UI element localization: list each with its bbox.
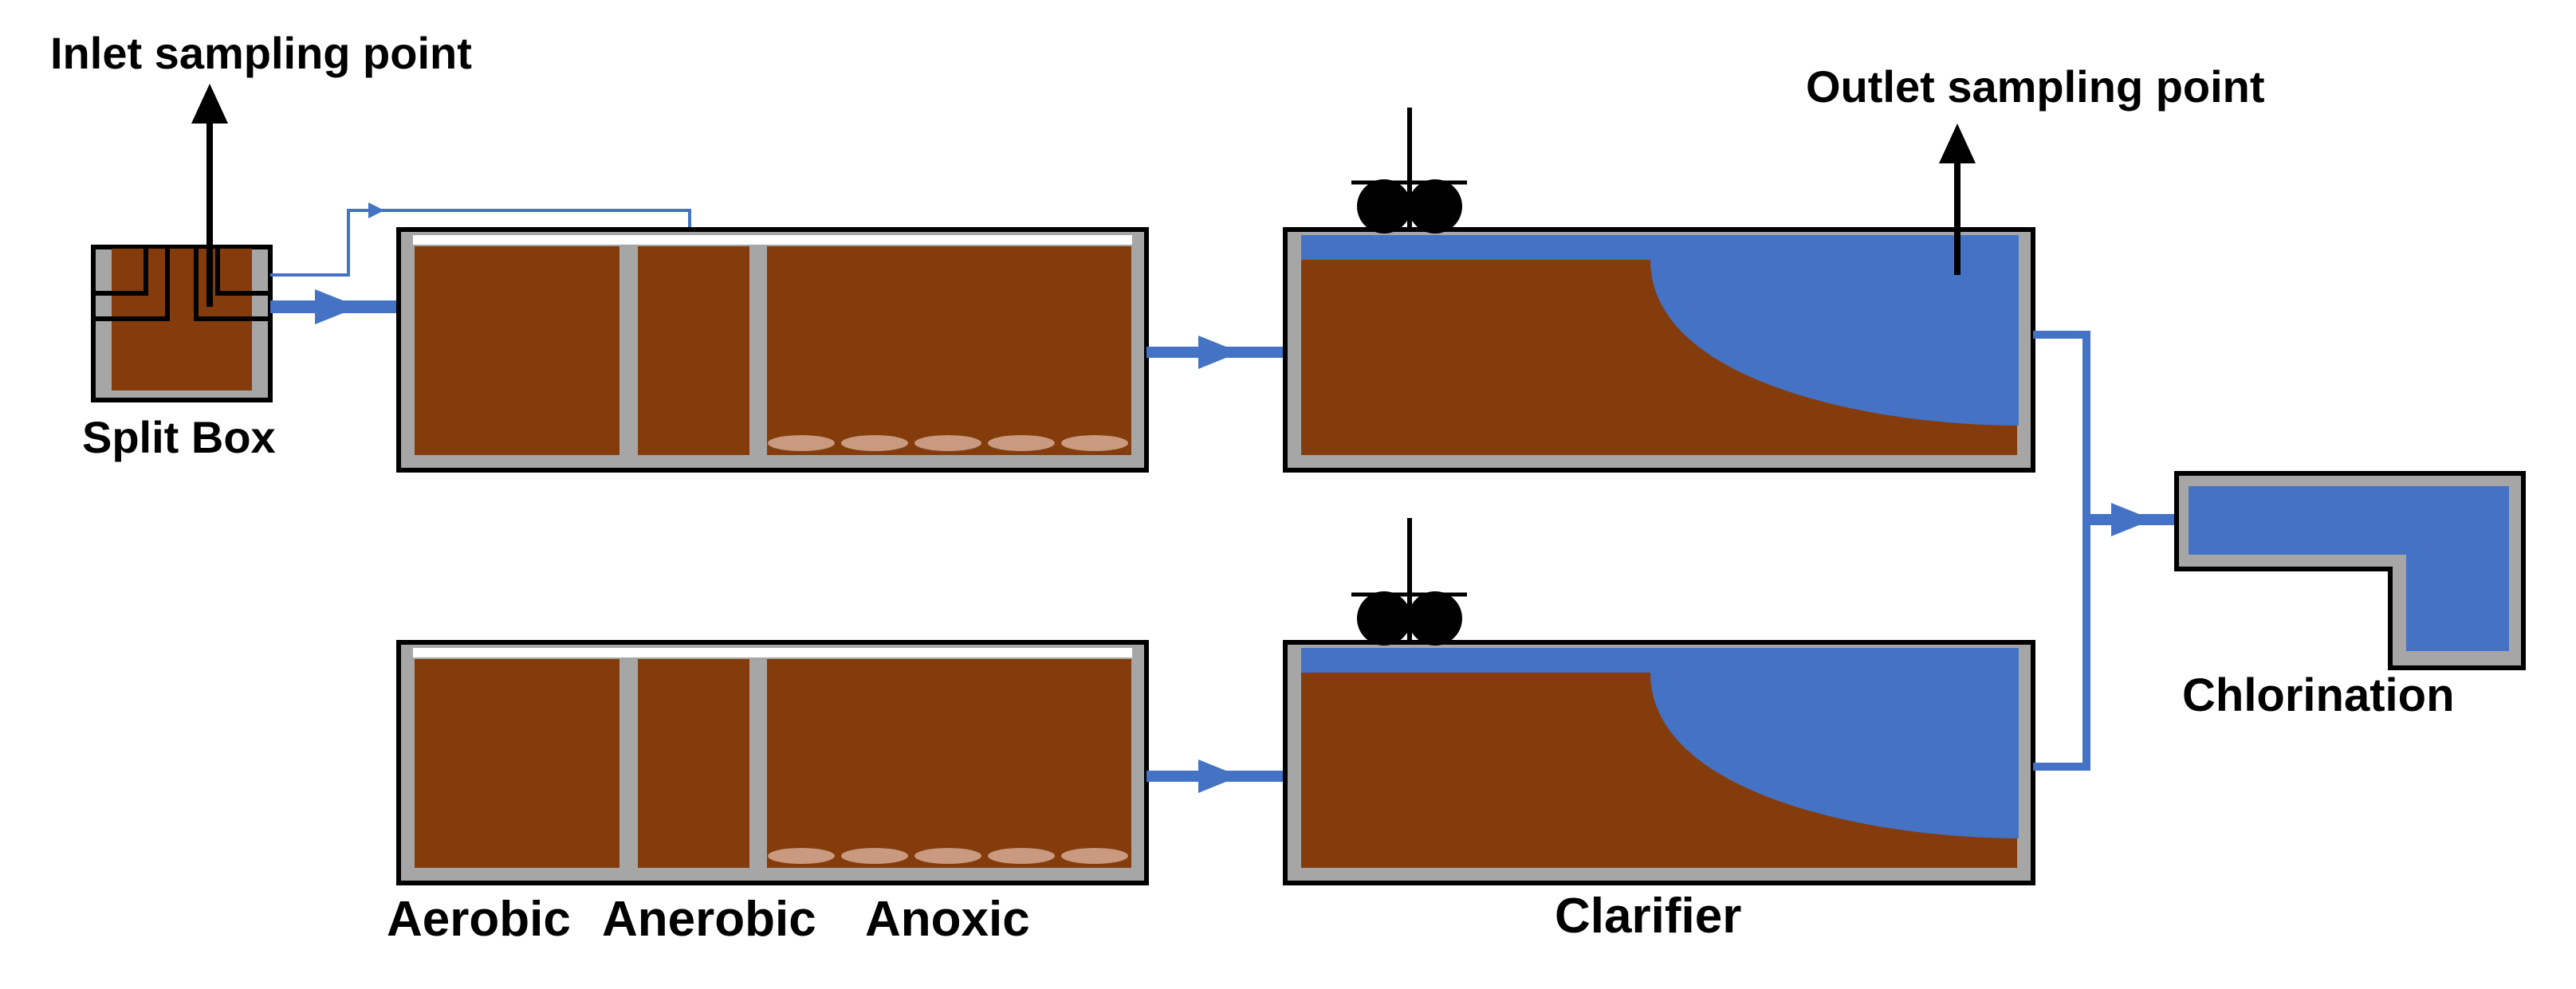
split-box-baffle-right <box>194 247 270 321</box>
bioreactor-bottom-water-gap <box>413 648 1132 657</box>
clarifier-bottom-water <box>1301 648 2019 838</box>
chlorination-tank <box>2174 471 2526 670</box>
air-bubble <box>768 848 835 864</box>
chlorination-tank-water <box>2189 486 2509 651</box>
anoxic-zone-bottom <box>767 659 1131 868</box>
aeration-diffusers-top <box>768 435 1128 451</box>
outlet-sampling-arrow-icon <box>1939 124 1976 163</box>
air-bubble <box>914 435 981 451</box>
clarifier-bottom-scraper <box>1351 518 1467 646</box>
air-bubble <box>1061 848 1128 864</box>
clarifier-label: Clarifier <box>1555 889 1741 944</box>
pipe-arrow-icon <box>315 289 359 324</box>
outlet-sampling-point-label: Outlet sampling point <box>1806 61 2265 112</box>
anerobic-label: Anerobic <box>602 892 816 947</box>
inlet-sampling-arrow-icon <box>191 84 228 124</box>
pipe-arrow-icon <box>2111 503 2153 536</box>
anoxic-zone-top <box>767 246 1131 455</box>
scraper-wheel-icon <box>1408 591 1462 646</box>
recycle-line <box>270 209 691 277</box>
pipe-arrow-icon <box>1198 759 1240 793</box>
air-bubble <box>914 848 981 864</box>
aerobic-zone-top <box>415 246 619 455</box>
clarifier-top-scraper <box>1351 108 1467 234</box>
air-bubble <box>988 435 1055 451</box>
clarifier-top <box>1283 227 2035 473</box>
scraper-wheel-icon <box>1357 179 1411 234</box>
air-bubble <box>1061 435 1128 451</box>
split-box <box>91 245 273 402</box>
split-box-label: Split Box <box>82 412 276 462</box>
scraper-wheel-icon <box>1357 591 1411 646</box>
chlorination-label: Chlorination <box>2182 669 2455 721</box>
split-box-weir-left <box>93 247 148 296</box>
air-bubble <box>841 435 908 451</box>
anerobic-zone-top <box>638 246 749 455</box>
bioreactor-top <box>396 227 1149 473</box>
anoxic-label: Anoxic <box>865 892 1030 947</box>
inlet-sampling-point-label: Inlet sampling point <box>50 28 472 78</box>
air-bubble <box>768 435 835 451</box>
air-bubble <box>841 848 908 864</box>
pipe-arrow-icon <box>1198 336 1240 369</box>
split-box-weir-right <box>215 247 270 296</box>
anerobic-zone-bottom <box>638 659 749 868</box>
aerobic-zone-bottom <box>415 659 619 868</box>
recycle-arrow-icon <box>368 202 384 218</box>
clarifier-bottom <box>1283 640 2035 885</box>
aeration-diffusers-bottom <box>768 848 1128 864</box>
air-bubble <box>988 848 1055 864</box>
bioreactor-bottom <box>396 640 1149 885</box>
pipe-clarifiers-collector <box>2033 331 2090 771</box>
aerobic-label: Aerobic <box>387 892 571 947</box>
scraper-wheel-icon <box>1408 179 1462 234</box>
clarifier-top-water <box>1301 235 2019 426</box>
bioreactor-top-water-gap <box>413 235 1132 245</box>
split-box-baffle-left <box>93 247 170 321</box>
